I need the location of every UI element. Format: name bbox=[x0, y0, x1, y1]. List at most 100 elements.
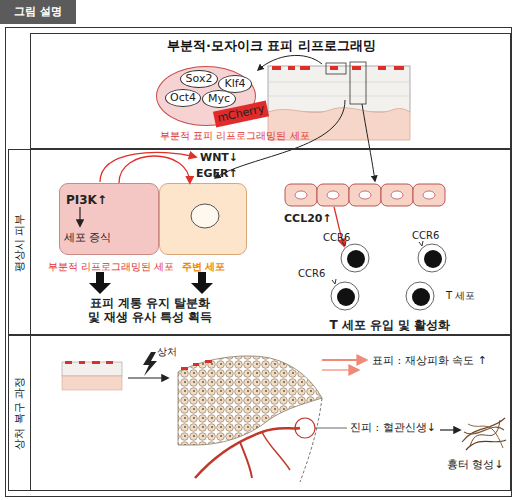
factor-ellipse: Oct4 bbox=[165, 89, 201, 107]
wound-edge bbox=[300, 398, 322, 482]
connector-label: EGFR↑ bbox=[196, 167, 238, 180]
chemokine-arrow bbox=[334, 207, 344, 246]
keratinocyte bbox=[317, 184, 349, 206]
annotation-label: T 세포 유입 및 활성화 bbox=[305, 318, 475, 332]
epidermis-layer bbox=[268, 66, 410, 112]
leader-line bbox=[315, 428, 347, 429]
signal-connector bbox=[119, 156, 190, 183]
annotation-label: T 세포 bbox=[446, 290, 475, 302]
cell-nucleus bbox=[327, 191, 339, 199]
reprogrammed-cell-mark bbox=[300, 66, 310, 70]
t-cell-core bbox=[424, 250, 442, 268]
t-cell-core bbox=[412, 288, 430, 306]
node-text: 부분적·모자이크 표피 리프로그래밍 bbox=[31, 38, 512, 54]
t-cell bbox=[341, 244, 369, 272]
reprogrammed-cell-mark bbox=[288, 66, 295, 70]
panel-band: 상처 복구 과정 bbox=[8, 335, 511, 491]
node-text: Oct4 bbox=[166, 90, 200, 106]
node-text: 주변 세포 bbox=[182, 261, 225, 273]
thick-arrow-head bbox=[89, 283, 111, 294]
t-cell bbox=[418, 244, 446, 272]
epidermis-layer bbox=[62, 362, 122, 376]
healing-epidermis bbox=[178, 356, 322, 445]
node-text: PI3K↑ bbox=[66, 193, 107, 207]
cell-nucleus bbox=[391, 191, 403, 199]
annotation-label: CCR6 bbox=[323, 232, 350, 244]
signal-arrow bbox=[79, 207, 80, 226]
cell-box: PI3K↑세포 증식부분적 리프로그래밍된 세포 bbox=[59, 183, 159, 255]
annotation-label: 상처 bbox=[157, 346, 177, 358]
scar-fiber bbox=[468, 424, 503, 448]
annotation-label: WNT↓ bbox=[200, 151, 238, 164]
reprogrammed-cell-mark bbox=[106, 361, 113, 364]
receptor-symbol bbox=[419, 241, 423, 246]
blood-vessel bbox=[195, 428, 300, 478]
node-text: 세포 증식 bbox=[64, 231, 112, 244]
node-text: 그림 설명 bbox=[0, 0, 76, 24]
t-cell-core bbox=[347, 250, 365, 268]
zoom-arrow bbox=[258, 55, 322, 70]
keratinocyte bbox=[381, 184, 413, 206]
blood-vessel bbox=[262, 432, 290, 470]
outer-frame bbox=[6, 28, 512, 497]
cell-nucleus bbox=[191, 204, 219, 228]
panel-band: 부분적·모자이크 표피 리프로그래밍부분적 표피 리프로그래밍된 세포Sox2K… bbox=[30, 33, 511, 149]
reprogrammed-cell-mark bbox=[79, 361, 85, 364]
node-text: 부분적 표피 리프로그래밍된 세포 bbox=[160, 130, 310, 142]
reprogrammed-cell-mark bbox=[181, 367, 188, 370]
signal-arrow bbox=[100, 152, 196, 182]
t-cell bbox=[406, 282, 434, 310]
reprogrammed-cell-mark bbox=[193, 363, 199, 366]
annotation-label: 진피 : 혈관신생↓ bbox=[350, 421, 436, 434]
reprogrammed-cell-mark bbox=[330, 66, 338, 70]
t-cell-core bbox=[337, 288, 355, 306]
annotation-label: CCL20↑ bbox=[284, 212, 332, 225]
thick-arrow-shaft bbox=[96, 272, 104, 283]
reepithelialization-arrow bbox=[322, 359, 366, 361]
annotation-label: CCR6 bbox=[412, 230, 439, 242]
annotation-label: 표피 계통 유지 탈분화 및 재생 유사 특성 획득 bbox=[85, 296, 215, 325]
reprogrammed-cell-mark bbox=[92, 361, 100, 364]
cell-layer-line bbox=[268, 96, 410, 97]
node-text: Myc bbox=[203, 91, 235, 107]
annotation-label: 흉터 형성↓ bbox=[447, 458, 504, 471]
cell-nucleus bbox=[295, 191, 307, 199]
cell-nucleus bbox=[359, 191, 371, 199]
blood-vessel bbox=[240, 442, 252, 478]
cell-layer-line bbox=[268, 82, 410, 83]
reepithelialization-arrow bbox=[322, 369, 358, 371]
dermis-layer bbox=[62, 376, 122, 390]
reprogrammed-cell-mark bbox=[205, 360, 212, 363]
annotation-label: 표피 : 재상피화 속도 ↑ bbox=[372, 354, 487, 367]
reprogrammed-cell-mark bbox=[352, 66, 361, 70]
node-text: 상처 복구 과정 bbox=[13, 377, 26, 450]
scar-fiber bbox=[470, 420, 500, 446]
lightning-symbol bbox=[143, 352, 157, 376]
factor-ellipse: Sox2 bbox=[180, 70, 218, 88]
reprogrammed-cell-mark bbox=[272, 66, 281, 70]
reprogrammed-cell-mark bbox=[378, 66, 386, 70]
thick-arrow-head bbox=[191, 283, 213, 294]
reprogrammed-cell-mark bbox=[65, 361, 72, 364]
process-arrow bbox=[440, 429, 460, 430]
receptor-symbol bbox=[342, 241, 346, 246]
zoom-box bbox=[326, 63, 346, 74]
header-box: 그림 설명 bbox=[0, 0, 76, 24]
zoom-arrow bbox=[362, 104, 375, 181]
thick-arrow-shaft bbox=[198, 272, 206, 283]
process-arrow bbox=[128, 377, 168, 378]
factor-ellipse: Myc bbox=[202, 90, 236, 108]
dermis-highlight bbox=[295, 418, 315, 438]
t-cell bbox=[331, 282, 359, 310]
column-divider bbox=[30, 149, 31, 491]
receptor-symbol bbox=[332, 279, 336, 284]
annotation-label: CCR6 bbox=[298, 268, 325, 280]
cell-box: 주변 세포 bbox=[159, 183, 247, 255]
cell-shape: 부분적 표피 리프로그래밍된 세포Sox2Klf4Oct4MycmCherry bbox=[156, 66, 256, 126]
keratinocyte bbox=[349, 184, 381, 206]
keratinocyte bbox=[285, 184, 317, 206]
zoom-box bbox=[350, 62, 366, 104]
node-text: Sox2 bbox=[181, 71, 217, 87]
